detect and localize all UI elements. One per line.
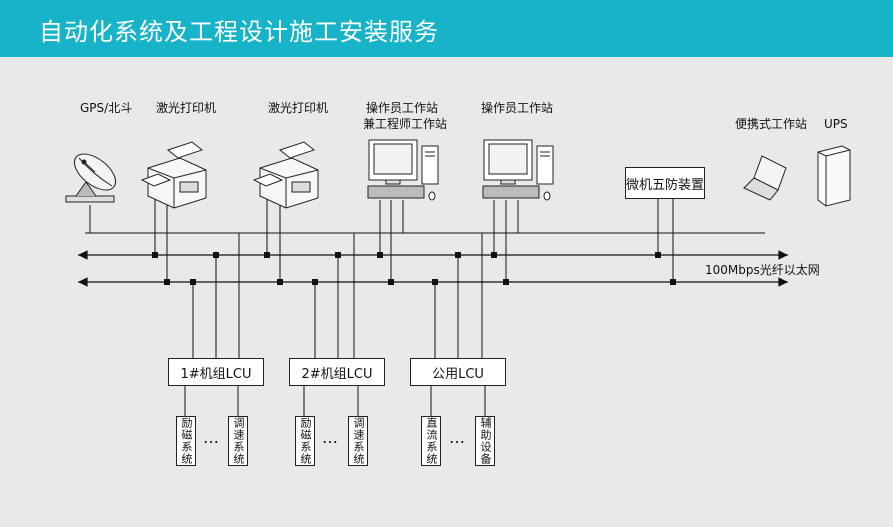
operator-label: 操作员工作站 — [481, 101, 554, 115]
subsystem-speed-control-2: 调速系统 — [348, 416, 368, 466]
lcu-feeders — [184, 233, 486, 416]
gps-label: GPS/北斗 — [80, 101, 133, 115]
ellipsis-1: … — [203, 428, 221, 447]
subsystem-excitation-1: 励磁系统 — [176, 416, 196, 466]
ups-label: UPS — [824, 117, 848, 131]
subsystem-excitation-2: 励磁系统 — [295, 416, 315, 466]
device-connectors — [89, 190, 674, 282]
operator-engineer-label-line1: 操作员工作站 — [366, 101, 439, 115]
laptop-icon — [743, 155, 787, 201]
laser-printer-icon — [252, 141, 319, 209]
operator-engineer-label-line2: 兼工程师工作站 — [363, 117, 448, 131]
network-label: 100Mbps光纤以太网 — [705, 263, 820, 277]
lcu-unit2-box: 2#机组LCU — [289, 358, 385, 386]
printer-1-label: 激光打印机 — [156, 101, 217, 115]
workstation-icon — [482, 139, 554, 201]
page-header: 自动化系统及工程设计施工安装服务 — [0, 0, 893, 57]
portable-workstation-label: 便携式工作站 — [735, 117, 808, 131]
satellite-dish-icon — [65, 153, 117, 203]
ellipsis-2: … — [322, 428, 340, 447]
lcu-public-box: 公用LCU — [410, 358, 506, 386]
subsystem-dc-system: 直流系统 — [421, 416, 441, 466]
microcomputer-protection-box: 微机五防装置 — [625, 167, 705, 199]
subsystem-speed-control-1: 调速系统 — [228, 416, 248, 466]
page-title: 自动化系统及工程设计施工安装服务 — [39, 18, 439, 46]
ups-cabinet-icon — [817, 145, 851, 207]
laser-printer-icon — [140, 141, 207, 209]
workstation-icon — [367, 139, 439, 201]
junction-dots — [152, 252, 676, 285]
ellipsis-3: … — [449, 428, 467, 447]
topology-diagram — [65, 139, 851, 416]
lcu-unit1-box: 1#机组LCU — [168, 358, 264, 386]
printer-2-label: 激光打印机 — [268, 101, 329, 115]
subsystem-auxiliary: 辅助设备 — [475, 416, 495, 466]
